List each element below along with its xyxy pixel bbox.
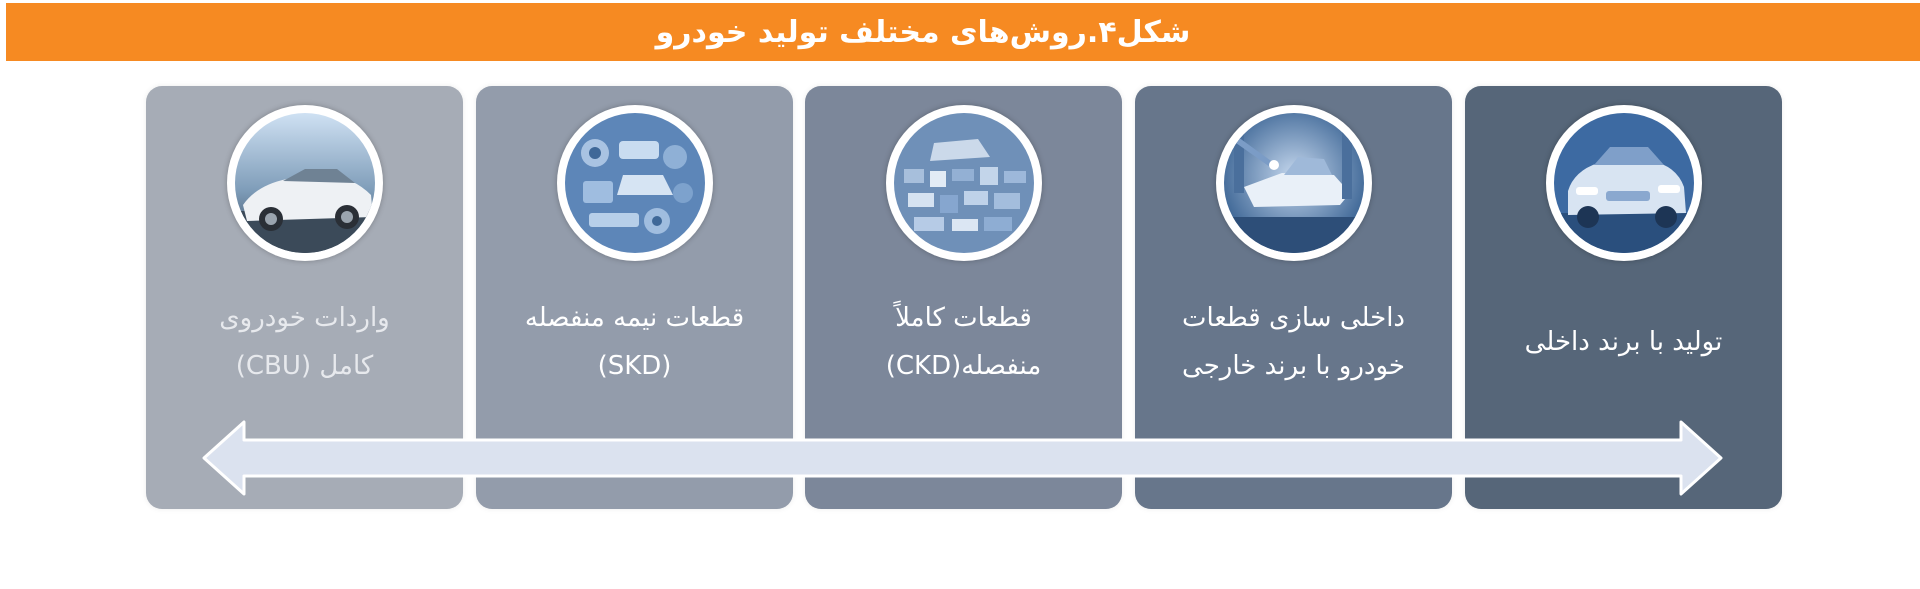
assembly-line-photo-icon (1223, 113, 1364, 253)
photo-circle (885, 105, 1042, 261)
method-label-line: داخلی سازی قطعات (1182, 303, 1405, 333)
title-bar: شکل۴.روش‌های مختلف تولید خودرو (6, 3, 1920, 61)
double-headed-arrow-icon (202, 420, 1723, 496)
photo-circle (226, 105, 383, 261)
method-panel-cbu: واردات خودروی کامل (CBU) (146, 86, 463, 509)
method-label: واردات خودروی کامل (CBU) (158, 282, 451, 402)
method-label-line: قطعات کاملاً (895, 303, 1032, 333)
photo-circle (1545, 105, 1702, 261)
method-label-line: تولید با برند داخلی (1524, 327, 1723, 357)
method-label-line: خودرو با برند خارجی (1182, 351, 1405, 381)
domestic-brand-car-photo-icon (1553, 113, 1694, 253)
car-parts-skd-photo-icon (564, 113, 705, 253)
method-label: تولید با برند داخلی (1477, 282, 1770, 402)
figure-title: شکل۴.روش‌های مختلف تولید خودرو (655, 14, 1191, 50)
method-label-line: منفصله(CKD) (885, 351, 1042, 381)
method-label-line: (SKD) (597, 351, 672, 381)
car-parts-ckd-photo-icon (893, 113, 1034, 253)
method-label-line: کامل (CBU) (235, 351, 374, 381)
method-label: قطعات کاملاً منفصله(CKD) (817, 282, 1110, 402)
method-label: قطعات نیمه منفصله (SKD) (488, 282, 781, 402)
photo-circle (1215, 105, 1372, 261)
imported-car-photo-icon (234, 113, 375, 253)
method-label-line: قطعات نیمه منفصله (524, 303, 745, 333)
method-label-line: واردات خودروی (219, 303, 390, 333)
method-label: داخلی سازی قطعات خودرو با برند خارجی (1147, 282, 1440, 402)
photo-circle (556, 105, 713, 261)
